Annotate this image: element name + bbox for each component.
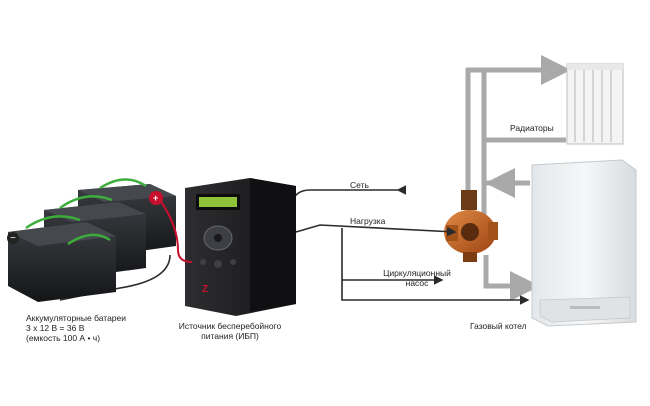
label-batteries-line1: Аккумуляторные батареи [26,313,127,323]
label-ups-line1: Источник бесперебойного [178,321,282,331]
battery-positive-terminal [149,191,163,205]
label-pump: Циркуляционный насос [377,268,457,288]
label-radiators: Радиаторы [510,123,554,133]
wire-battery-red [159,199,193,263]
label-ups: Источник бесперебойного питания (ИБП) [170,321,290,341]
boiler-icon [531,159,637,327]
wire-load-boiler [341,228,530,305]
label-batteries-line2: 3 х 12 В = 36 В [26,323,85,333]
label-load: Нагрузка [350,216,386,226]
label-ups-line2: питания (ИБП) [201,331,259,341]
label-network: Сеть [350,180,369,190]
label-boiler: Газовый котел [470,321,527,331]
wire-load [295,224,457,237]
pipe-return [483,255,540,301]
svg-text:+: + [153,193,158,203]
ups-unit-icon: Z [185,178,296,316]
svg-text:−: − [10,233,16,244]
label-batteries-line3: (емкость 100 А • ч) [26,333,101,343]
battery-straps [25,178,147,246]
battery-pack-icon: + − [7,178,193,302]
battery-1 [8,222,116,302]
radiator-icon [566,63,624,145]
circulation-pump-icon [444,190,498,262]
wire-network [291,185,406,203]
label-pump-line2: насос [405,278,429,288]
ups-brand-logo: Z [202,284,208,295]
label-pump-line1: Циркуляционный [383,268,451,278]
label-batteries: Аккумуляторные батареи 3 х 12 В = 36 В (… [26,313,126,343]
